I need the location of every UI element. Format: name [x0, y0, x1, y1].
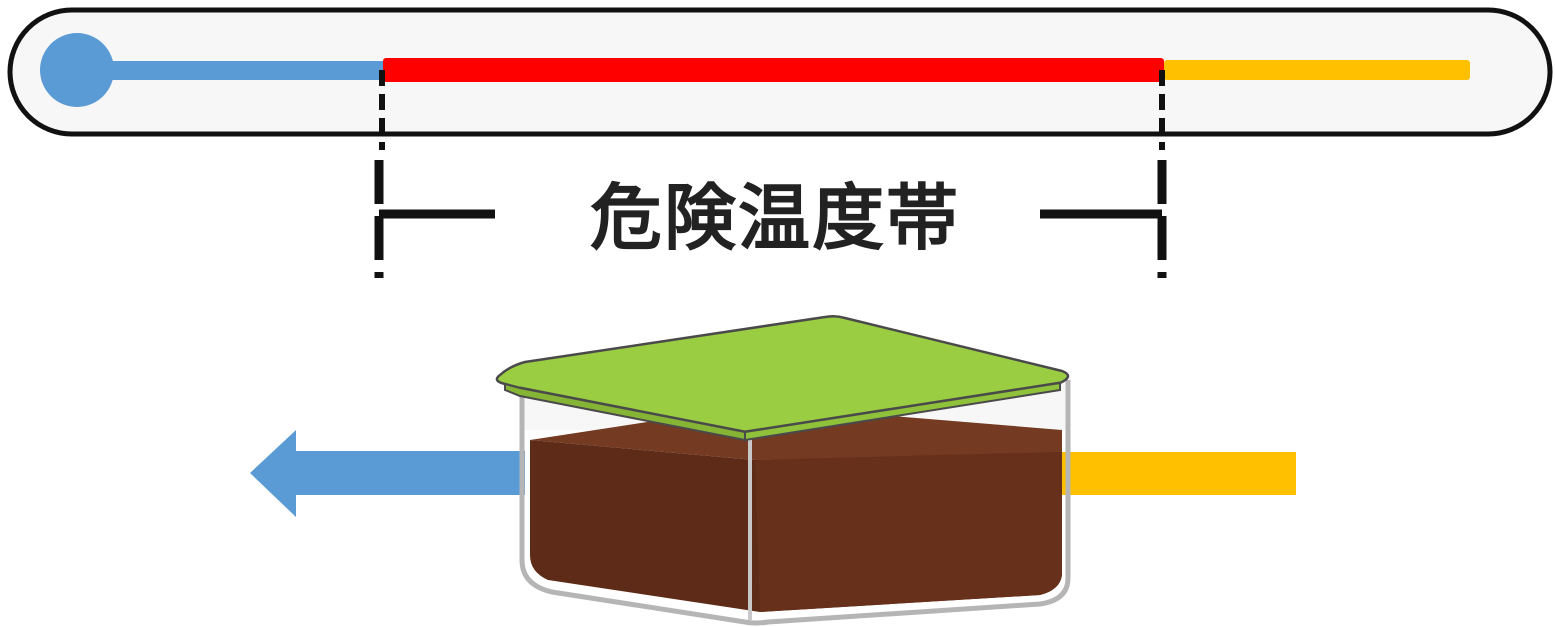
warm-indicator-bar — [1060, 452, 1296, 495]
container-outline — [519, 380, 1071, 626]
thermometer-bulb-icon — [40, 33, 114, 107]
left-arrow-icon — [250, 430, 525, 517]
food-container-icon — [495, 314, 1071, 626]
danger-segment — [383, 58, 1164, 82]
warm-segment — [1164, 60, 1470, 80]
cold-segment — [100, 61, 385, 80]
danger-zone-label: 危険温度帯 — [589, 176, 960, 260]
